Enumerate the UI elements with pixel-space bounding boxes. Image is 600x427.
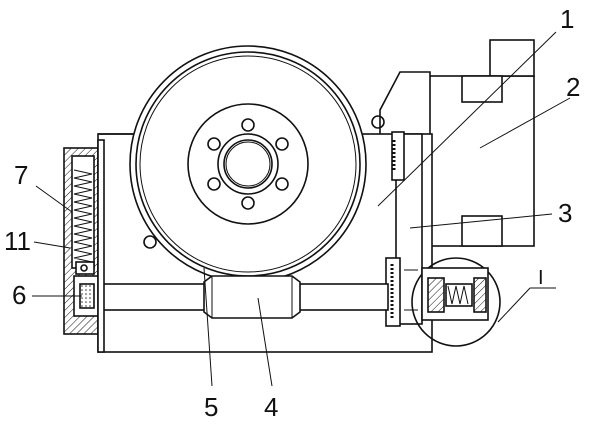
left-housing (63, 139, 105, 353)
callout-3: 3 (558, 198, 572, 228)
callout-5: 5 (204, 392, 218, 422)
callout-i: I (538, 267, 544, 289)
callout-2: 2 (566, 72, 580, 102)
shaft (97, 275, 389, 319)
callout-6: 6 (12, 280, 26, 310)
motor-housing (427, 39, 535, 247)
callout-4: 4 (264, 392, 278, 422)
callout-labels: 1 2 3 4 5 6 7 11 I (4, 4, 580, 422)
belt-drive (385, 131, 423, 327)
leader-lines (32, 31, 571, 387)
detail-i (411, 257, 501, 347)
callout-7: 7 (14, 160, 28, 190)
callout-1: 1 (560, 4, 574, 34)
callout-11: 11 (4, 226, 31, 256)
large-wheel (129, 45, 367, 283)
